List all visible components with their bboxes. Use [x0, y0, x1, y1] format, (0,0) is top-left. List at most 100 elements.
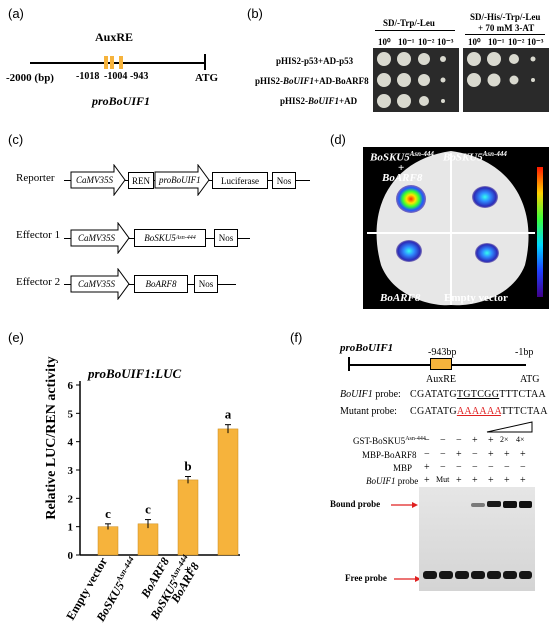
probe-label: BoUIF1 probe:	[340, 389, 401, 400]
emsa-mark-r3-c2: +	[456, 475, 462, 486]
emsa-mark-r2-c1: −	[440, 462, 446, 473]
promoter-caption-f: proBoUIF1	[340, 342, 394, 354]
emsa-mark-r3-c4: +	[488, 475, 494, 486]
y-tick-label-2: 2	[68, 493, 74, 505]
auxre-element-2	[110, 56, 114, 69]
auxre-element-1	[104, 56, 108, 69]
atg-label-a: ATG	[195, 72, 219, 84]
panel-label-f: (f)	[290, 330, 303, 345]
emsa-row-label-3: BoUIF1 probe	[366, 476, 419, 486]
dilution-2d: 10⁻³	[527, 37, 544, 47]
emsa-row-label-0: GST-BoSKU5Asn-444	[353, 436, 426, 446]
dilution-2a: 10⁰	[468, 37, 481, 47]
pos-1: -1bp	[515, 347, 534, 358]
effector1-label: Effector 1	[16, 229, 61, 241]
promoter-start-tick-f	[348, 357, 350, 371]
col-group-2-underline	[465, 34, 545, 35]
pos-943: -943bp	[428, 347, 457, 358]
auxre-element-3	[119, 56, 123, 69]
position-943: -943	[130, 71, 149, 82]
reporter-label: Reporter	[16, 172, 55, 184]
col-group-1: SD/-Trp/-Leu	[383, 18, 435, 28]
dilution-1a: 10⁰	[378, 37, 391, 47]
auxre-label: AuxRE	[95, 30, 134, 44]
panel-label-e: (e)	[8, 330, 24, 345]
panel-label-a: (a)	[8, 6, 24, 21]
bar-2	[177, 479, 199, 556]
panel-label-c: (c)	[8, 132, 24, 147]
cat-label-3-plus: +	[184, 562, 191, 576]
free-probe-label: Free probe	[345, 573, 387, 583]
promoter-end-tick	[204, 54, 206, 70]
mutant-label: Mutant probe:	[340, 406, 397, 417]
emsa-mark-r0-c4: +	[488, 435, 494, 446]
y-tick-label-3: 3	[68, 465, 74, 477]
col-group-2-line2: + 70 mM 3-AT	[478, 23, 535, 33]
row-label-3: pHIS2-BoUIF1+AD	[280, 96, 358, 106]
emsa-mark-r1-c6: +	[520, 449, 526, 460]
y-tick-label-4: 4	[68, 437, 74, 449]
effector1-promoter-arrow	[70, 222, 130, 254]
dilution-2c: 10⁻²	[508, 37, 525, 47]
chart-title: proBoUIF1:LUC	[88, 366, 182, 381]
auxre-box-f	[430, 358, 452, 370]
nos-box-effector2: Nos	[194, 275, 218, 293]
reporter-promoter-label: CaMV35S	[76, 175, 113, 185]
bound-probe-label: Bound probe	[330, 499, 381, 509]
emsa-mark-r2-c6: −	[520, 462, 526, 473]
emsa-mark-r0-c6: 4×	[516, 435, 525, 444]
emsa-mark-r2-c0: +	[424, 462, 430, 473]
emsa-mark-r3-c0: +	[424, 475, 430, 486]
leaf-bl-label: BoARF8	[380, 292, 421, 304]
nos-box-effector1: Nos	[214, 229, 238, 247]
bound-probe-arrow	[391, 502, 418, 508]
emsa-row-label-2: MBP	[393, 463, 413, 473]
emsa-mark-r2-c3: −	[472, 462, 478, 473]
ren-box: REN	[128, 172, 154, 189]
position-1004: -1004	[104, 71, 128, 82]
emsa-mark-r2-c4: −	[488, 462, 494, 473]
concentration-wedge	[486, 421, 533, 433]
effector2-promoter-label: CaMV35S	[78, 279, 115, 289]
significance-0: c	[105, 506, 111, 521]
significance-1: c	[145, 502, 151, 517]
y-tick-label-6: 6	[68, 380, 74, 392]
emsa-gel	[419, 487, 535, 591]
emsa-row-label-1: MBP-BoARF8	[362, 450, 417, 460]
bar-0	[97, 526, 119, 556]
leaf-image	[363, 147, 549, 309]
row-label-1: pHIS2-p53+AD-p53	[276, 56, 354, 66]
emsa-mark-r2-c5: −	[504, 462, 510, 473]
leaf-tl-arf: BoARF8	[382, 172, 423, 184]
pro-uif-label: proBoUIF1	[159, 175, 201, 185]
dilution-1b: 10⁻¹	[398, 37, 415, 47]
free-probe-arrow	[394, 576, 421, 582]
significance-3: a	[225, 407, 232, 422]
emsa-mark-r1-c4: +	[488, 449, 494, 460]
panel-label-b: (b)	[247, 6, 263, 21]
emsa-mark-r0-c3: +	[472, 435, 478, 446]
arf8-box: BoARF8	[134, 275, 188, 293]
emsa-mark-r0-c2: −	[456, 435, 462, 446]
emsa-mark-r2-c2: −	[456, 462, 462, 473]
leaf-br-label: Empty vector	[444, 292, 508, 304]
emsa-mark-r1-c5: +	[504, 449, 510, 460]
bar-3	[217, 428, 239, 556]
position-1018: -1018	[76, 71, 100, 82]
effector1-promoter-label: CaMV35S	[78, 233, 115, 243]
emsa-mark-r3-c6: +	[520, 475, 526, 486]
dilution-1c: 10⁻²	[418, 37, 435, 47]
nos-box-reporter: Nos	[272, 172, 296, 189]
probe-sequence: CGATATGTGTCGGTTTCTAA	[410, 389, 547, 400]
emsa-mark-r1-c0: −	[424, 449, 430, 460]
panel-label-d: (d)	[330, 132, 346, 147]
yeast-plate-right	[463, 48, 549, 112]
significance-2: b	[184, 459, 191, 474]
mutant-sequence: CGATATGAAAAAATTTCTAA	[410, 406, 548, 417]
promoter-line	[30, 62, 205, 64]
y-tick-label-5: 5	[68, 408, 74, 420]
dilution-1d: 10⁻³	[437, 37, 454, 47]
col-group-1-underline	[375, 30, 455, 31]
